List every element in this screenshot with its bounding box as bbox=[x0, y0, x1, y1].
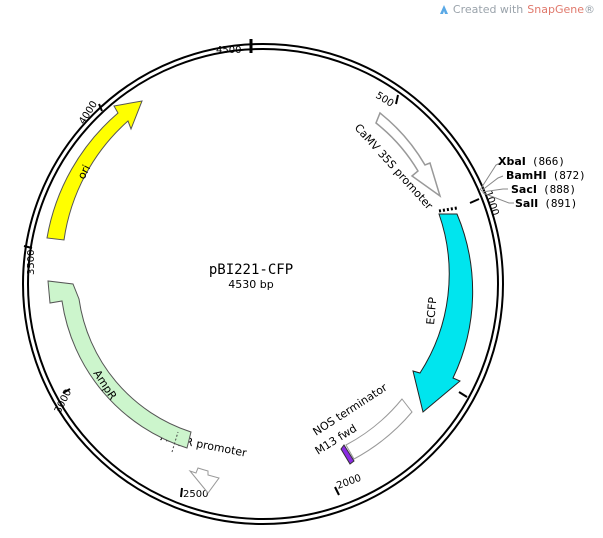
svg-text:SacI(888): SacI(888) bbox=[511, 183, 576, 196]
svg-text:3000: 3000 bbox=[53, 388, 74, 416]
site-saci[interactable]: SacI(888) bbox=[511, 183, 576, 196]
label-ecfp: ECFP bbox=[424, 296, 439, 325]
plasmid-name: pBI221-CFP bbox=[209, 262, 293, 278]
tick-2000: 2000 bbox=[334, 473, 363, 496]
label-ori: ori bbox=[75, 163, 93, 182]
backbone-inner bbox=[27, 48, 499, 520]
plasmid-length: 4530 bp bbox=[228, 278, 273, 291]
backbone-outer bbox=[22, 43, 504, 525]
snapgene-credit: Created with SnapGene® bbox=[439, 3, 595, 16]
svg-text:3500: 3500 bbox=[26, 250, 37, 275]
ampr-dash bbox=[171, 431, 179, 453]
tick-2500: 2500 bbox=[180, 487, 208, 500]
site-bamhi[interactable]: BamHI(872) bbox=[506, 169, 586, 182]
svg-text:2500: 2500 bbox=[183, 489, 208, 500]
feature-ecfp[interactable]: ECFP bbox=[412, 206, 474, 413]
svg-text:SalI(891): SalI(891) bbox=[515, 197, 577, 210]
tick-500: 500 bbox=[373, 90, 399, 110]
svg-text:500: 500 bbox=[373, 90, 395, 109]
feature-camv-35s-promoter[interactable]: CaMV 35S promoter bbox=[352, 111, 442, 212]
svg-text:4500: 4500 bbox=[216, 45, 241, 56]
credit-prefix: Created with bbox=[452, 3, 524, 16]
svg-text:4000: 4000 bbox=[77, 99, 100, 126]
site-connectors bbox=[479, 161, 514, 204]
mcs-hatch bbox=[438, 206, 458, 213]
svg-text:BamHI(872): BamHI(872) bbox=[506, 169, 586, 182]
snapgene-logo-icon bbox=[439, 5, 448, 14]
svg-text:XbaI(866): XbaI(866) bbox=[498, 155, 565, 168]
tick-3000: 3000 bbox=[53, 388, 74, 416]
tick-4000: 4000 bbox=[77, 99, 103, 127]
site-sali[interactable]: SalI(891) bbox=[515, 197, 577, 210]
tick-4500: 4500 bbox=[216, 45, 241, 56]
credit-mark: ® bbox=[584, 3, 595, 16]
feature-ori[interactable]: ori bbox=[46, 100, 143, 241]
svg-text:2000: 2000 bbox=[335, 473, 363, 492]
credit-brand: SnapGene bbox=[527, 3, 584, 16]
tick-3500: 3500 bbox=[23, 245, 37, 275]
site-xbai[interactable]: XbaI(866) bbox=[498, 155, 565, 168]
